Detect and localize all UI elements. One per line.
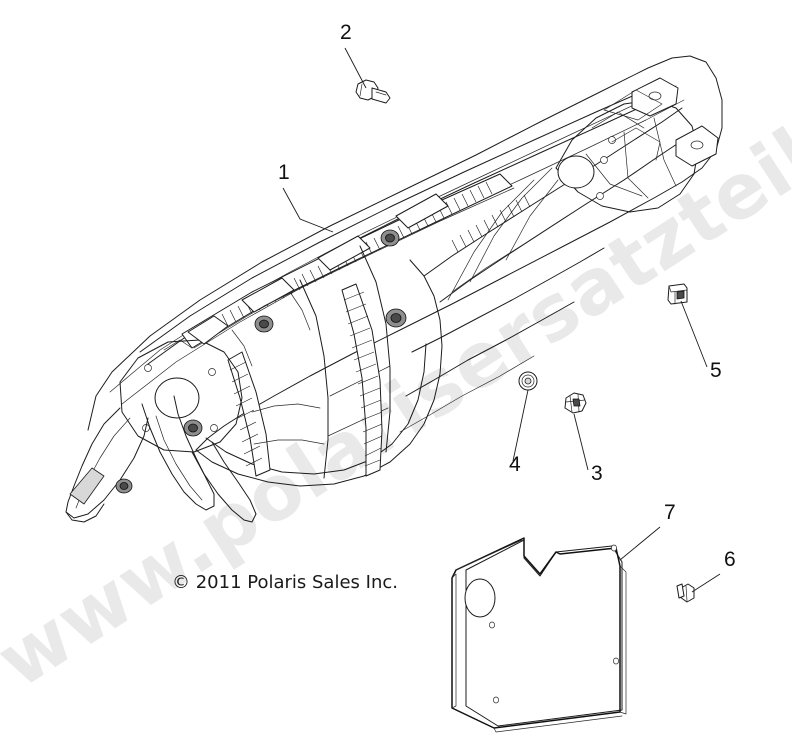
leader-line-5: [680, 300, 708, 368]
leader-line-2: [344, 47, 367, 89]
bracket-center-hole: [154, 377, 200, 419]
bumper-left-mount-bracket: [119, 339, 243, 453]
skid-plate-hole: [493, 696, 499, 704]
callout-label-1: 1: [278, 161, 290, 184]
skid-plate-access-hole: [464, 578, 496, 618]
bumper-center-rib-column: [341, 283, 383, 477]
bumper-lower-right-panel: [399, 247, 605, 433]
bumper-left-arm-lower: [191, 441, 257, 523]
part-bumper-main-assembly: [65, 55, 723, 523]
part-hex-bolt: [676, 583, 695, 603]
bumper-left-horn: [65, 407, 149, 523]
copyright-notice: © 2011 Polaris Sales Inc.: [172, 572, 398, 593]
part-retainer-clip: [667, 283, 688, 305]
callout-label-2: 2: [340, 21, 352, 44]
callout-label-4: 4: [509, 453, 521, 476]
callout-label-6: 6: [724, 548, 736, 571]
washer-4-bore: [524, 377, 532, 385]
skid-plate-hole: [489, 621, 495, 629]
callout-label-7: 7: [664, 501, 676, 524]
right-end-hole: [557, 155, 595, 189]
leader-line-1: [282, 187, 334, 233]
bumper-right-rib-hatching: [451, 194, 531, 253]
bumper-fastener-bosses: [115, 229, 407, 494]
skid-plate-hole: [611, 544, 617, 552]
leader-line-6: [691, 573, 721, 593]
skid-plate-hole: [613, 657, 619, 665]
part-hex-flange-nut: [564, 392, 587, 414]
callout-label-5: 5: [710, 359, 722, 382]
part-mud-flap-skid-plate: [451, 537, 627, 733]
part-flange-bolt: [355, 79, 391, 104]
bumper-right-section: [423, 77, 719, 303]
bumper-left-rib-column: [227, 351, 271, 477]
callout-label-3: 3: [591, 462, 603, 485]
leader-line-4: [512, 389, 529, 462]
leader-line-3: [573, 413, 589, 471]
bolt-2-shank: [371, 87, 391, 104]
bolt-6-shank: [676, 583, 685, 599]
leader-line-7: [619, 526, 661, 561]
bumper-left-arm-upper: [141, 395, 215, 511]
part-flat-washer: [518, 371, 538, 391]
